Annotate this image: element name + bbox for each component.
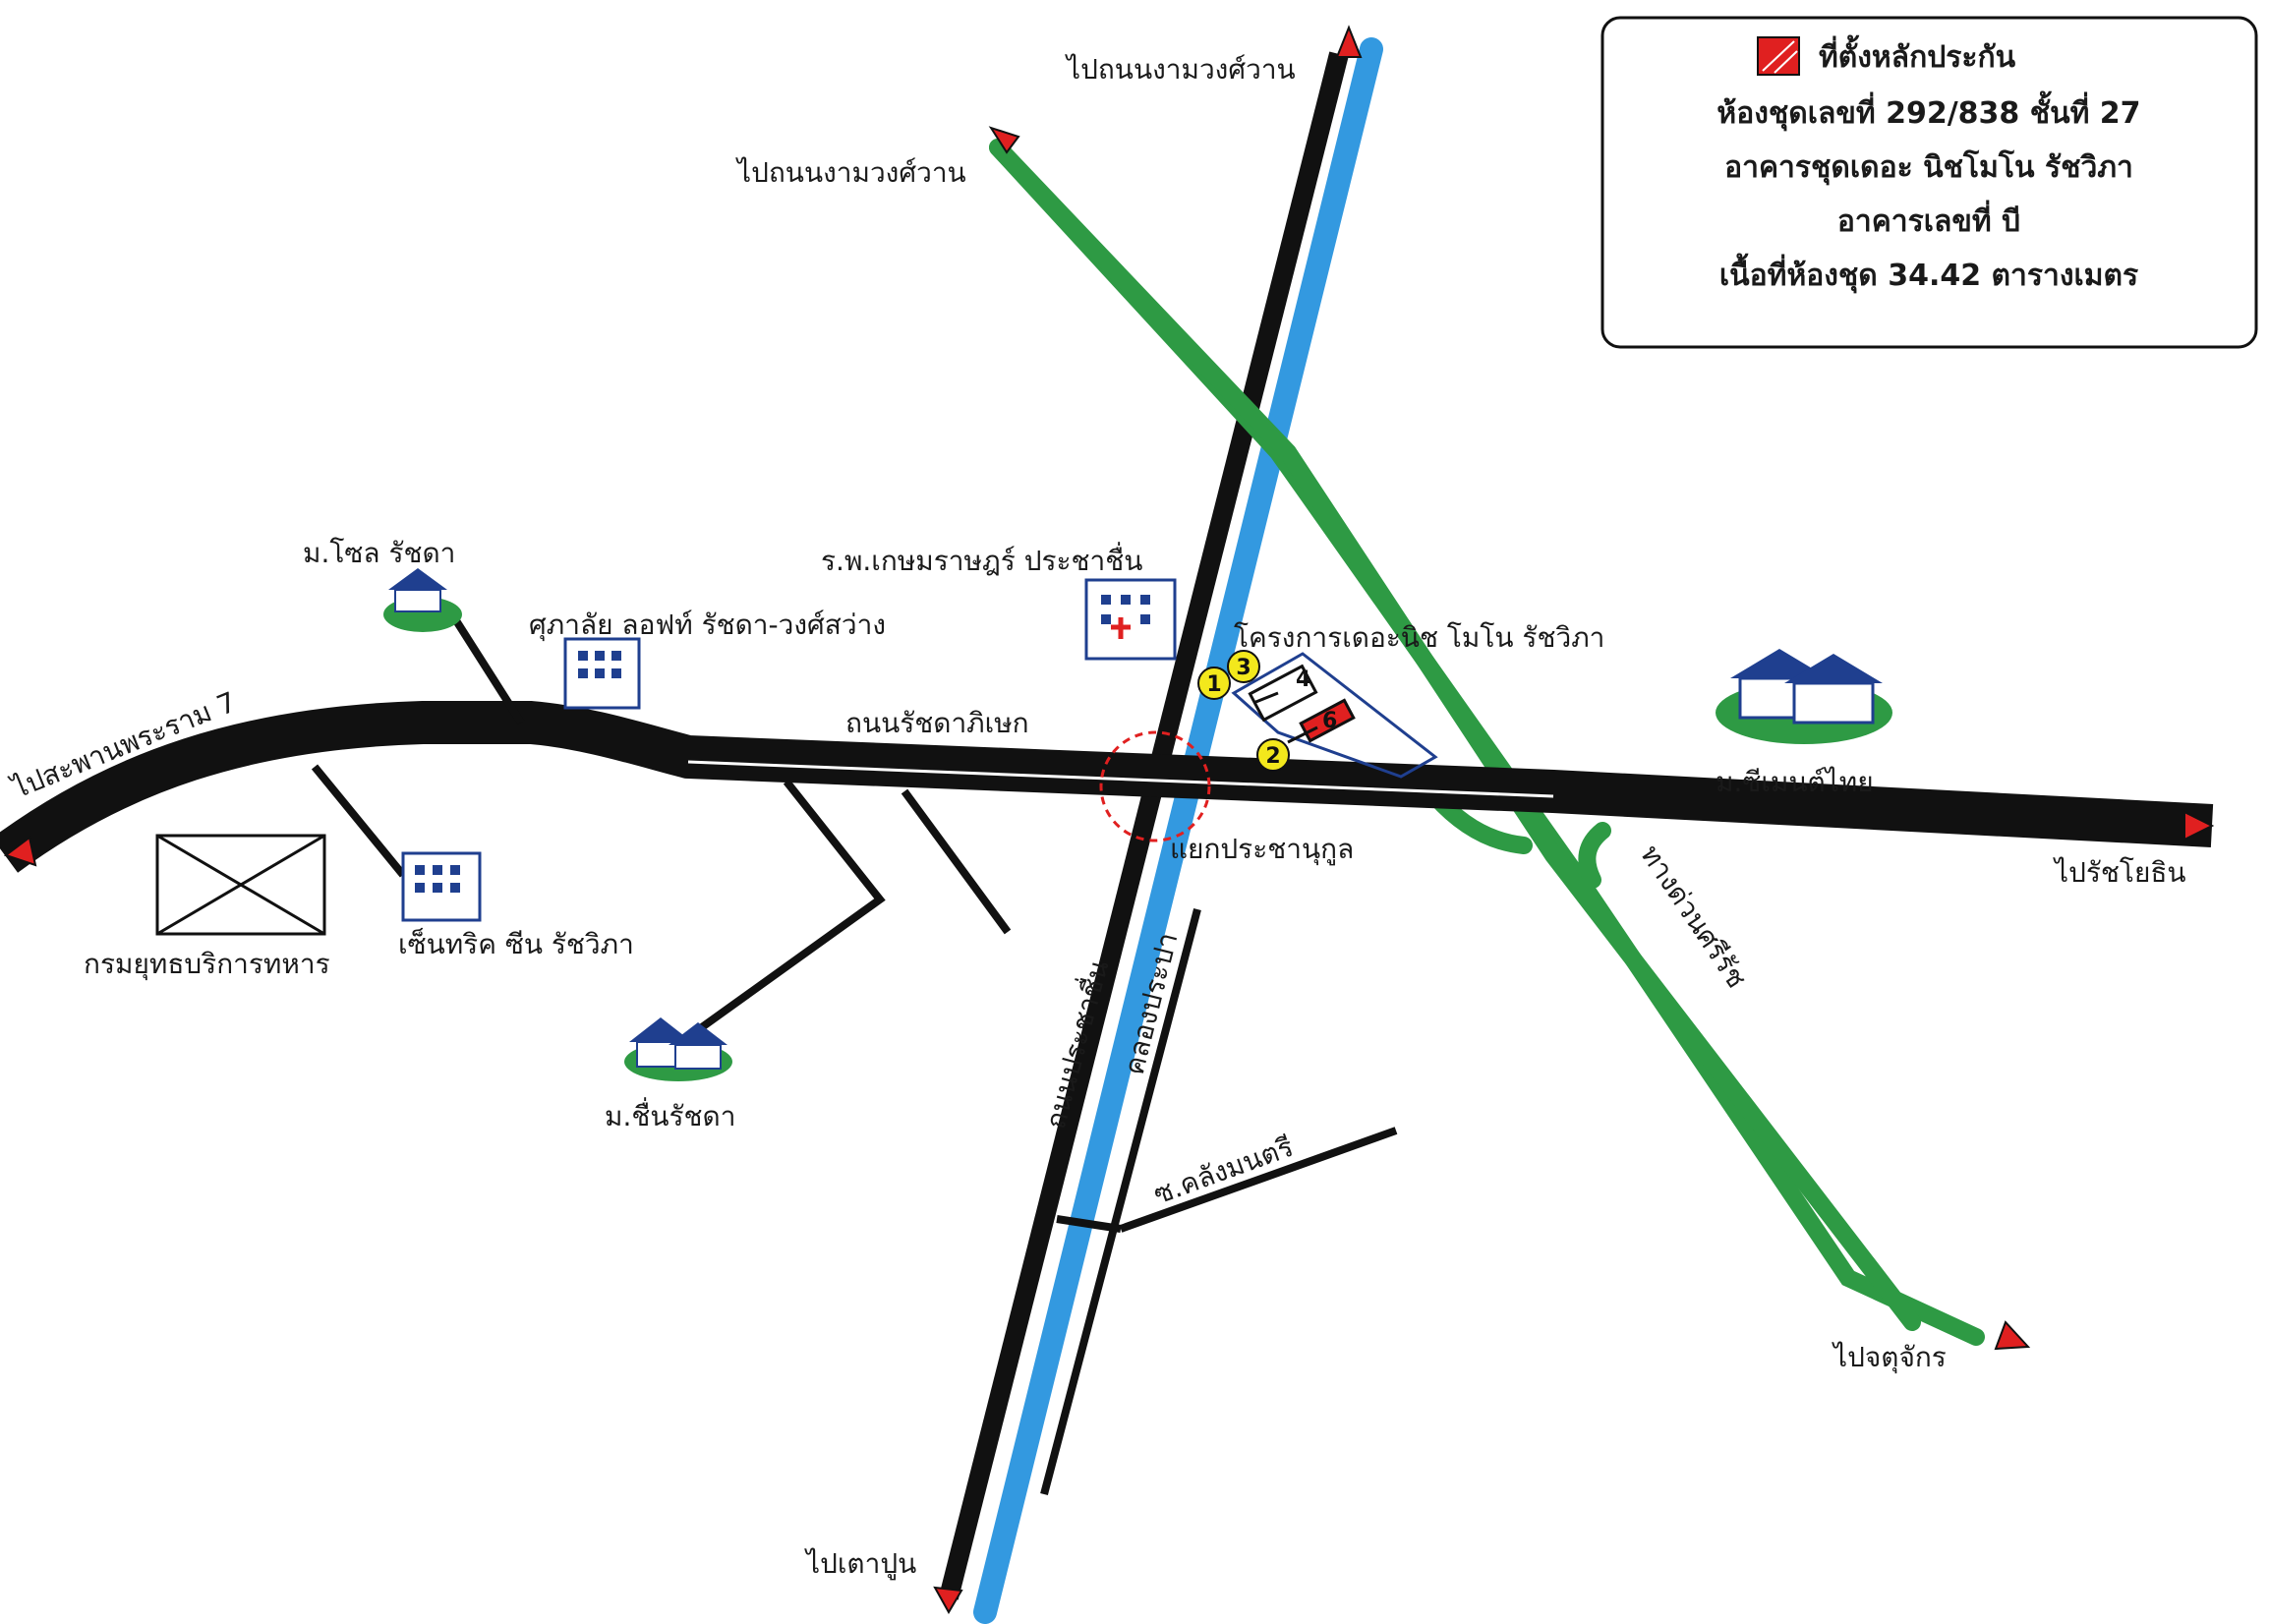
- direction-arrows: [3, 25, 2215, 1615]
- markers: 1 3 2 4 6: [1197, 650, 1337, 772]
- arrow-southeast: [1994, 1320, 2031, 1351]
- label-chuen-ratchada: ม.ชื่นรัชดา: [605, 1097, 735, 1132]
- label-centric: เซ็นทริค ซีน รัชวิภา: [398, 927, 634, 960]
- svg-text:2: 2: [1265, 744, 1280, 769]
- road-prachachuen: [939, 51, 1349, 1600]
- label-east: ไปรัชโยธิน: [2053, 856, 2186, 889]
- canal-prapa: [973, 37, 1383, 1624]
- label-southeast: ไปจตุจักร: [1832, 1341, 1947, 1374]
- project-site-outline: [1231, 652, 1438, 779]
- label-ratchadaphisek: ถนนรัชดาภิเษก: [845, 707, 1029, 739]
- house-icon-soul: [383, 568, 462, 632]
- arrow-west: [3, 836, 37, 867]
- label-soul-ratchada: ม.โซล รัชดา: [303, 537, 455, 569]
- legend-line-2: อาคารชุดเดอะ นิชโมโน รัชวิภา: [1724, 148, 2133, 186]
- label-hospital: ร.พ.เกษมราษฎร์ ประชาชื่น: [821, 542, 1142, 577]
- road-ratchadaphisek-median: [687, 760, 1554, 798]
- label-cement-thai: ม.ซีเมนต์ไทย: [1716, 766, 1874, 798]
- svg-text:1: 1: [1206, 672, 1221, 697]
- house-icon-cement: [1716, 649, 1892, 744]
- label-military: กรมยุทธบริการทหาร: [84, 948, 330, 981]
- label-project: โครงการเดอะนิช โมโน รัชวิภา: [1234, 621, 1604, 654]
- supalai-building-icon: [563, 637, 641, 710]
- hospital-icon: [1084, 578, 1177, 661]
- side-roads: [311, 611, 1398, 1496]
- marker-1: [1197, 667, 1231, 700]
- arrow-north-top: [1335, 25, 1363, 58]
- marker-4-building: [1248, 664, 1318, 723]
- road-ratchadaphisek: [0, 701, 2214, 873]
- legend-line-4: เนื้อที่ห้องชุด 34.42 ตารางเมตร: [1719, 253, 2138, 294]
- svg-text:3: 3: [1236, 656, 1251, 680]
- marker-2: [1256, 738, 1290, 772]
- label-intersection: แยกประชานุกูล: [1170, 833, 1354, 866]
- centric-building-icon: [401, 851, 482, 922]
- marker-6-label: 6: [1322, 709, 1337, 733]
- marker-3: [1227, 650, 1260, 683]
- label-supalai: ศุภาลัย ลอฟท์ รัชดา-วงศ์สว่าง: [529, 609, 886, 642]
- legend-line-1: ห้องชุดเลขที่ 292/838 ชั้นที่ 27: [1716, 90, 2140, 132]
- arrow-north-left: [988, 126, 1020, 154]
- intersection-circle: [1099, 730, 1211, 842]
- label-south: ไปเตาปูน: [804, 1547, 916, 1581]
- house-icon-chuen: [624, 1017, 732, 1081]
- legend-title: ที่ตั้งหลักประกัน: [1819, 34, 2016, 75]
- legend: ที่ตั้งหลักประกัน ห้องชุดเลขที่ 292/838 …: [1600, 16, 2258, 349]
- label-north-left: ไปถนนงามวงศ์วาน: [735, 156, 966, 189]
- legend-line-3: อาคารเลขที่ บี: [1837, 200, 2020, 239]
- arrow-east: [2183, 810, 2215, 841]
- military-compound-icon: [155, 834, 326, 936]
- arrow-south: [933, 1586, 963, 1615]
- label-north-top: ไปถนนงามวงศ์วาน: [1065, 53, 1296, 86]
- marker-4-label: 4: [1296, 667, 1310, 692]
